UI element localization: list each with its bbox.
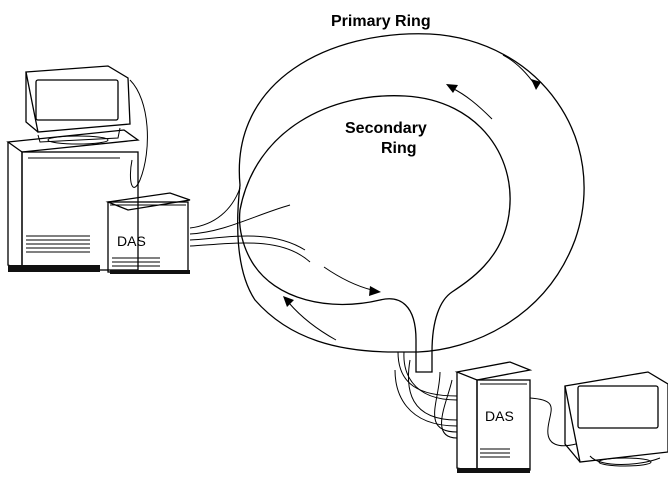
- right-workstation: DAS: [454, 361, 668, 473]
- primary-ring: [237, 33, 585, 353]
- cables: [129, 79, 577, 447]
- ring-direction-arrows: [283, 54, 541, 341]
- secondary-arrow-icon: [446, 84, 493, 120]
- secondary-bottom-arrow-icon: [323, 266, 381, 296]
- secondary-ring: [238, 95, 511, 373]
- tower-icon: [6, 129, 140, 272]
- primary-ring-label: Primary Ring: [331, 13, 431, 30]
- monitor-icon: [25, 65, 131, 145]
- das-right-label: DAS: [485, 408, 514, 424]
- das-left-box: DAS: [105, 192, 191, 274]
- primary-bottom-arrow-icon: [283, 296, 337, 341]
- monitor-icon: [564, 371, 668, 467]
- primary-arrow-icon: [502, 54, 541, 90]
- das-right-box: DAS: [454, 361, 533, 473]
- left-workstation: DAS: [6, 65, 191, 274]
- secondary-ring-label-line2: Ring: [381, 140, 417, 157]
- das-left-label: DAS: [117, 233, 146, 249]
- secondary-ring-label-line1: Secondary: [345, 120, 427, 137]
